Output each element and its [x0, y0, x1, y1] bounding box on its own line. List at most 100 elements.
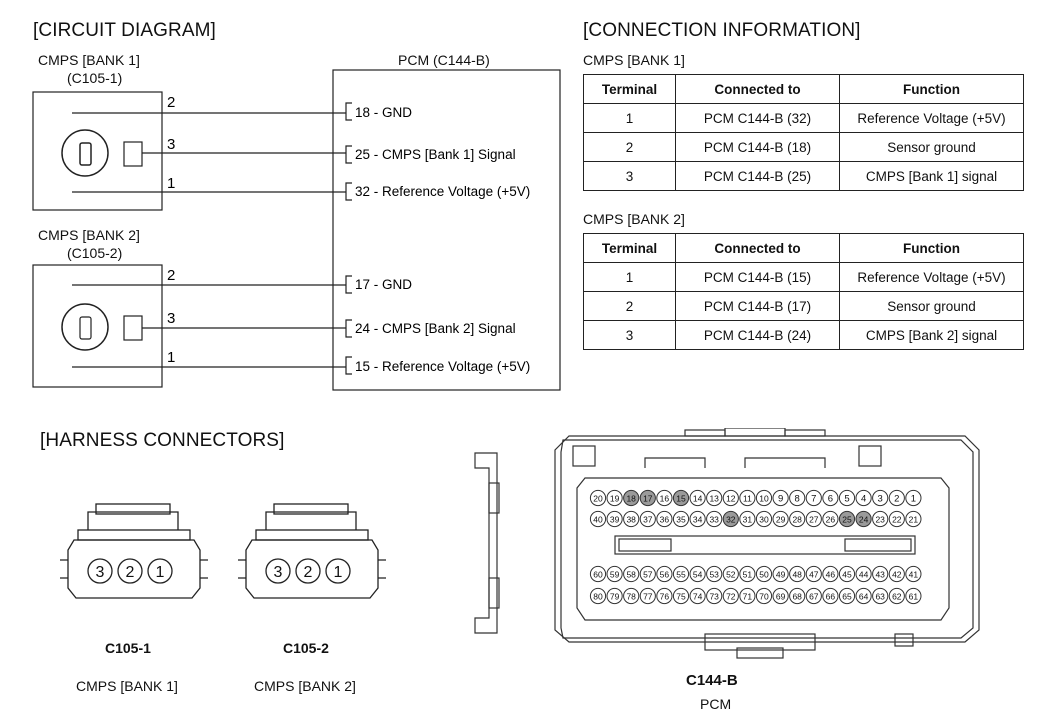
bank1-pin-2: 2 [167, 94, 175, 111]
pcm-pin [606, 587, 623, 605]
pcm-pin [855, 587, 872, 605]
pcm-pin-label: 16 [660, 494, 670, 504]
connected-to-cell: PCM C144-B (24) [675, 320, 840, 350]
pcm-pin [822, 587, 839, 605]
pcm-pin-label: 26 [826, 515, 836, 525]
pcm-pin [706, 489, 723, 507]
header-connected-to: Connected to [675, 233, 840, 263]
pcm-pin-label: 29 [776, 515, 786, 525]
pcm-pin-label: 8 [795, 494, 800, 505]
c105-2-pin-label: 1 [334, 564, 343, 581]
pcm-pin-label: 65 [842, 592, 852, 602]
c105-2-pin [295, 558, 321, 584]
connection-info-title: [CONNECTION INFORMATION] [583, 20, 861, 41]
bank1-sensor-label: CMPS [BANK 1] [38, 52, 140, 68]
function-cell: Sensor ground [839, 132, 1024, 162]
pcm-pin-label: 64 [859, 592, 869, 602]
pcm-pin-label: 23 [875, 515, 885, 525]
pcm-pin [805, 489, 822, 507]
pcm-pin-label: 56 [660, 570, 670, 580]
c105-2-pin-label: 3 [274, 564, 283, 581]
pcm-pin-label: 44 [859, 570, 869, 580]
pcm-terminal-17: 17 - GND [355, 277, 412, 292]
bank2-pin-3: 3 [167, 310, 175, 327]
header-function: Function [839, 233, 1024, 263]
pcm-pin-label: 41 [909, 570, 919, 580]
header-function: Function [839, 74, 1024, 104]
pcm-pin [672, 510, 690, 528]
bank2-pin-2: 2 [167, 267, 175, 284]
pcm-pin-label: 69 [776, 592, 786, 602]
pcm-pin-label: 40 [593, 515, 603, 525]
c105-2-pin [325, 558, 351, 584]
pcm-pin [755, 489, 773, 507]
pcm-pin [772, 565, 789, 583]
bank2-pin-1: 1 [167, 349, 175, 366]
pcm-pin-label: 70 [759, 592, 769, 602]
pcm-pin-label: 76 [660, 592, 670, 602]
pcm-pin-label: 61 [909, 592, 919, 602]
pcm-pin [639, 565, 656, 583]
pcm-pin [672, 489, 690, 507]
pcm-pin [606, 510, 623, 528]
bank1-connection-table: Terminal Connected to Function 1 PCM C14… [583, 74, 1024, 191]
pcm-pin [905, 587, 922, 605]
pcm-pin [822, 565, 839, 583]
pcm-pin-label: 6 [828, 494, 833, 505]
bank2-sensor-label: CMPS [BANK 2] [38, 227, 140, 243]
pcm-pin [722, 587, 739, 605]
bank1-pin-3: 3 [167, 136, 175, 153]
c105-1-pin-label: 2 [126, 564, 135, 581]
c105-2-pin-label: 2 [304, 564, 313, 581]
terminal-cell: 1 [583, 103, 676, 133]
c105-1-connector [60, 503, 208, 599]
pcm-pin [672, 565, 690, 583]
pcm-pin [656, 565, 673, 583]
function-cell: CMPS [Bank 2] signal [839, 320, 1024, 350]
pcm-pin [589, 489, 607, 507]
pcm-pin [888, 565, 905, 583]
pcm-pin [888, 510, 905, 528]
connected-to-cell: PCM C144-B (17) [675, 291, 840, 321]
pcm-pin [805, 587, 822, 605]
pcm-pin-label: 1 [911, 494, 916, 505]
pcm-pin-label: 31 [743, 515, 753, 525]
pcm-pin-label: 71 [743, 592, 753, 602]
pcm-pin [656, 587, 673, 605]
circuit-wiring: 2 3 1 2 3 1 18 - GND 25 - CMPS [Bank 1] … [32, 69, 561, 391]
pcm-pin-label: 59 [610, 570, 620, 580]
table-row: 3 PCM C144-B (25) CMPS [Bank 1] signal [583, 161, 1024, 191]
pcm-pin [905, 565, 922, 583]
pcm-pin-label: 67 [809, 592, 819, 602]
function-cell: CMPS [Bank 1] signal [839, 161, 1024, 191]
c105-2-desc: CMPS [BANK 2] [254, 678, 356, 694]
c144b-desc: PCM [700, 696, 732, 712]
pcm-pin-label: 21 [909, 515, 919, 525]
c105-2-pin [265, 558, 291, 584]
pcm-pin [623, 587, 640, 605]
pcm-terminal-15: 15 - Reference Voltage (+5V) [355, 359, 530, 374]
harness-connectors-title: [HARNESS CONNECTORS] [40, 430, 285, 451]
pcm-pin [872, 510, 889, 528]
pcm-pin-label: 49 [776, 570, 786, 580]
pcm-pin-label: 32 [726, 515, 736, 525]
pcm-pin [838, 565, 856, 583]
table-header-row: Terminal Connected to Function [583, 74, 1024, 104]
pcm-pin [656, 510, 673, 528]
header-terminal: Terminal [583, 233, 676, 263]
c105-1-pin-label: 1 [156, 564, 165, 581]
pcm-pin-label: 14 [693, 494, 703, 504]
pcm-pin-label: 28 [792, 515, 802, 525]
pcm-pin-label: 68 [792, 592, 802, 602]
table-row: 3 PCM C144-B (24) CMPS [Bank 2] signal [583, 320, 1024, 350]
pcm-pin [789, 489, 806, 507]
pcm-pin-label: 34 [693, 515, 703, 525]
pcm-pin-label: 72 [726, 592, 736, 602]
pcm-pin-label: 78 [626, 592, 636, 602]
pcm-pin-label: 24 [859, 515, 869, 525]
pcm-pin [755, 565, 773, 583]
c105-1-desc: CMPS [BANK 1] [76, 678, 178, 694]
pcm-terminal-brackets [345, 102, 352, 375]
pcm-pin [689, 565, 706, 583]
